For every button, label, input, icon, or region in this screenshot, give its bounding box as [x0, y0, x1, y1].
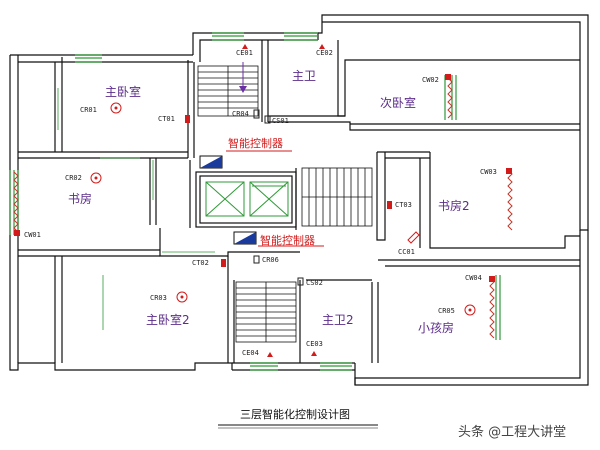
room-kids-room: 小孩房: [418, 320, 454, 335]
device-ce03: CE03: [306, 340, 323, 348]
windows: [9, 32, 501, 371]
room-second-bedroom: 次卧室: [380, 95, 416, 110]
room-study-right: 书房2: [438, 198, 470, 213]
room-study-left: 书房: [68, 191, 92, 206]
controller-label-lower: 智能控制器: [260, 233, 315, 247]
device-cr01: CR01: [80, 106, 97, 114]
walls: [9, 14, 589, 386]
curtain-motors: [13, 77, 513, 339]
room-master-bedroom: 主卧室: [105, 84, 141, 99]
device-cw02: CW02: [422, 76, 439, 84]
device-ce02: CE02: [316, 49, 333, 57]
stair-arrow: [239, 62, 247, 93]
device-cw03: CW03: [480, 168, 497, 176]
stair-middle: [301, 167, 373, 227]
device-cs02: CS02: [306, 279, 323, 287]
device-cr02: CR02: [65, 174, 82, 182]
device-ce01: CE01: [236, 49, 253, 57]
elevator-shafts: [205, 181, 289, 217]
room-labels: 主卧室 主卫 次卧室 书房 书房2 主卧室2 主卫2 小孩房: [68, 69, 470, 335]
device-cr04: CR04: [232, 110, 249, 118]
device-cr06: CR06: [262, 256, 279, 264]
device-labels: CE01 CE02 CE03 CE04 CW01 CW02 CW03 CW04 …: [24, 49, 497, 357]
device-cr05: CR05: [438, 307, 455, 315]
device-cc01: CC01: [398, 248, 415, 256]
room-master-bath-2: 主卫2: [322, 313, 354, 327]
device-ct02: CT02: [192, 259, 209, 267]
room-master-bedroom-2: 主卧室2: [146, 312, 190, 327]
stair-lower: [235, 281, 297, 343]
controller-panel-upper: [199, 150, 292, 169]
device-ce04: CE04: [242, 349, 259, 357]
drawing-caption: 三层智能化控制设计图: [240, 407, 350, 421]
device-cs01: CS01: [272, 117, 289, 125]
device-ct03: CT03: [395, 201, 412, 209]
device-ct01: CT01: [158, 115, 175, 123]
device-cw04: CW04: [465, 274, 482, 282]
controller-panel-lower: [233, 231, 324, 247]
controller-label-upper: 智能控制器: [228, 136, 283, 150]
stair-upper: [197, 65, 259, 117]
watermark-text: 头条 @工程大讲堂: [458, 424, 566, 440]
device-markers: [14, 44, 512, 357]
device-cw01: CW01: [24, 231, 41, 239]
room-master-bath: 主卫: [292, 69, 316, 83]
device-cr03: CR03: [150, 294, 167, 302]
